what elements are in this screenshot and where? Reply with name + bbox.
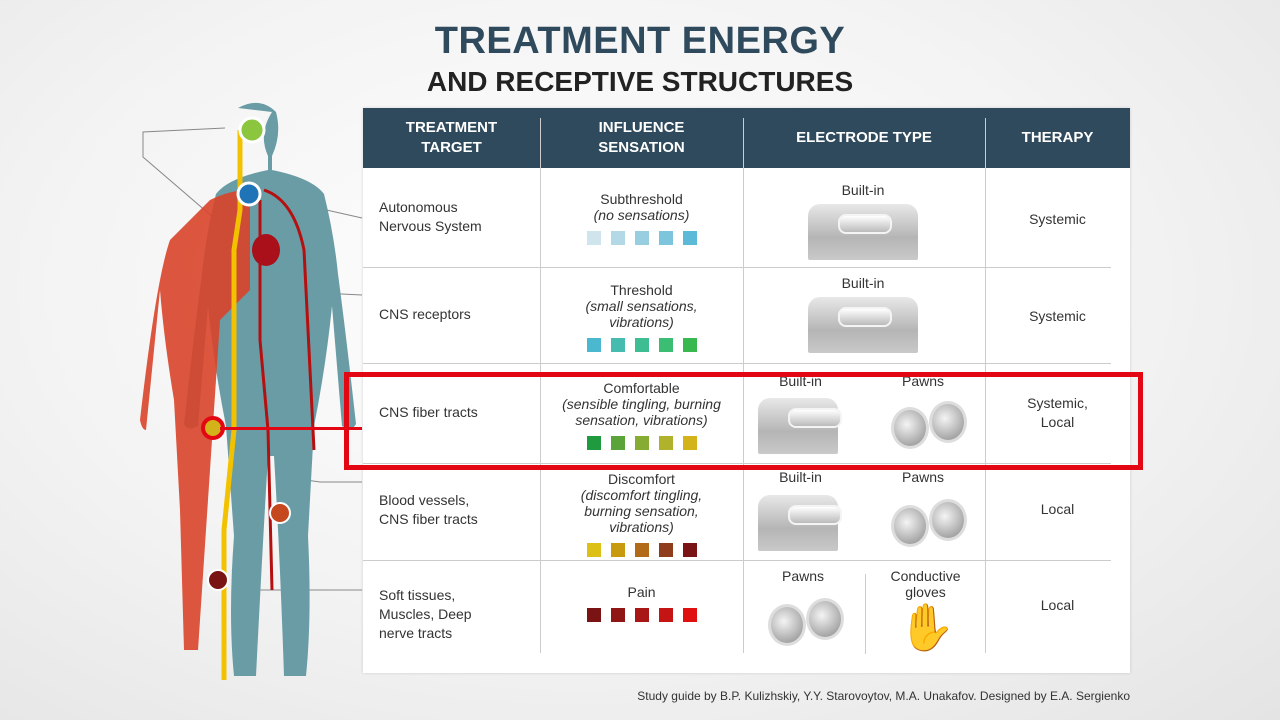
pawns-electrode-icon xyxy=(768,598,848,646)
electrode-label: Pawns xyxy=(901,469,945,485)
target-label: CNS receptors xyxy=(379,306,471,322)
therapy-label: Local xyxy=(1040,597,1075,613)
marker-shin-right xyxy=(269,502,291,524)
treatment-table: TREATMENT TARGET INFLUENCE SENSATION ELE… xyxy=(363,108,1130,673)
header-treatment-target: TREATMENT TARGET xyxy=(405,119,498,156)
marker-shin-left xyxy=(207,569,229,591)
divider xyxy=(363,560,1111,561)
intensity-swatches xyxy=(580,338,703,352)
sensation-cell: Comfortable (sensible tingling, burning … xyxy=(540,380,743,450)
conductive-glove-icon: ✋ xyxy=(898,601,956,653)
sensation-detail: (discomfort tingling, burning sensation,… xyxy=(580,487,703,535)
divider xyxy=(363,463,1111,464)
sensation-detail: (no sensations) xyxy=(593,207,690,223)
sensation-cell: Discomfort (discomfort tingling, burning… xyxy=(540,471,743,557)
electrode-label: Built-in xyxy=(779,469,822,485)
marker-neck xyxy=(236,181,262,207)
intensity-swatches xyxy=(548,436,735,450)
target-label: CNS fiber tracts xyxy=(379,404,478,420)
electrode-label: Built-in xyxy=(841,275,885,291)
muscles xyxy=(140,190,250,650)
sensation-label: Discomfort xyxy=(608,471,675,487)
table-row: CNS fiber tracts Comfortable (sensible t… xyxy=(363,363,1130,463)
target-label: Blood vessels, CNS fiber tracts xyxy=(379,492,478,527)
intensity-swatches xyxy=(565,543,718,557)
built-in-electrode-icon xyxy=(758,495,842,551)
built-in-electrode-icon xyxy=(758,398,842,454)
header-therapy: THERAPY xyxy=(1021,129,1094,146)
table-row: Blood vessels, CNS fiber tracts Discomfo… xyxy=(363,463,1130,560)
heart xyxy=(252,234,280,266)
target-label: Soft tissues, Muscles, Deep nerve tracts xyxy=(379,587,472,641)
table-row: Autonomous Nervous System Subthreshold (… xyxy=(363,168,1130,267)
highlight-pointer-line xyxy=(220,427,362,430)
credits-footer: Study guide by B.P. Kulizhskiy, Y.Y. Sta… xyxy=(637,689,1130,703)
table-header: TREATMENT TARGET INFLUENCE SENSATION ELE… xyxy=(363,108,1130,168)
sensation-detail: (sensible tingling, burning sensation, v… xyxy=(562,396,721,428)
sensation-label: Subthreshold xyxy=(600,191,683,207)
divider xyxy=(363,267,1111,268)
therapy-label: Systemic, Local xyxy=(985,394,1130,432)
electrode-label: Conductive gloves xyxy=(890,568,961,600)
therapy-label: Local xyxy=(1040,501,1075,517)
table-row: CNS receptors Threshold (small sensation… xyxy=(363,267,1130,363)
therapy-label: Systemic xyxy=(1029,308,1086,324)
pawns-electrode-icon xyxy=(891,401,971,449)
therapy-text: Systemic, Local xyxy=(1027,395,1088,430)
intensity-swatches xyxy=(540,231,743,245)
electrode-label: Built-in xyxy=(841,182,885,198)
header-influence-sensation: INFLUENCE SENSATION xyxy=(598,119,685,156)
divider xyxy=(985,118,986,653)
header-electrode-type: ELECTRODE TYPE xyxy=(796,129,932,146)
divider xyxy=(540,118,541,653)
built-in-electrode-icon xyxy=(808,297,918,353)
sensation-label: Comfortable xyxy=(603,380,680,396)
sensation-detail: (small sensations, vibrations) xyxy=(585,298,698,330)
electrode-label: Pawns xyxy=(781,568,825,584)
target-label: Autonomous Nervous System xyxy=(379,199,482,234)
divider xyxy=(363,363,1111,364)
divider xyxy=(743,118,744,653)
title: TREATMENT ENERGY xyxy=(434,20,846,62)
table-row: Soft tissues, Muscles, Deep nerve tracts… xyxy=(363,560,1130,670)
sensation-cell: Threshold (small sensations, vibrations) xyxy=(540,282,743,352)
highlight-frame xyxy=(344,372,1143,470)
intensity-swatches xyxy=(540,608,743,622)
sensation-label: Threshold xyxy=(610,282,673,298)
pawns-electrode-icon xyxy=(891,499,971,547)
sensation-cell: Pain xyxy=(540,584,743,622)
sensation-label: Pain xyxy=(627,584,656,600)
sensation-cell: Subthreshold (no sensations) xyxy=(540,191,743,245)
electrode-label: Built-in xyxy=(779,373,822,389)
built-in-electrode-icon xyxy=(808,204,918,260)
subtitle: AND RECEPTIVE STRUCTURES xyxy=(426,66,854,97)
human-body-illustration xyxy=(140,102,363,680)
marker-brain xyxy=(238,116,266,144)
divider xyxy=(865,574,866,654)
electrode-label: Pawns xyxy=(901,373,945,389)
therapy-label: Systemic xyxy=(1029,211,1086,227)
